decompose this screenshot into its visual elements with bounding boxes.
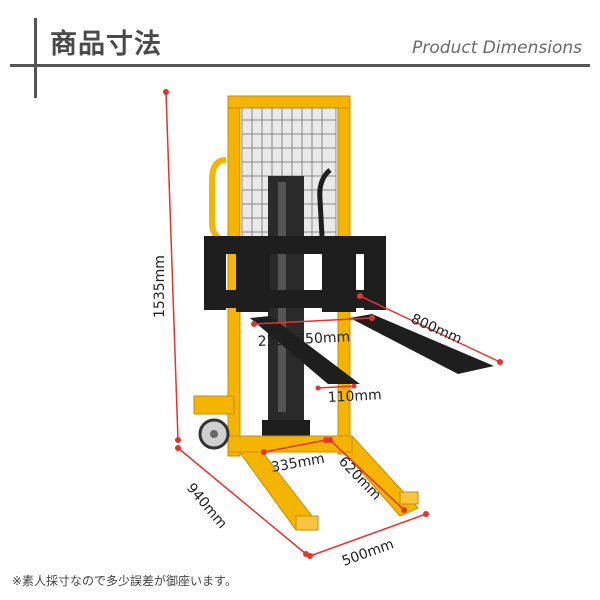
measurement-disclaimer: ※素人採寸なので多少誤差が御座います。 bbox=[12, 574, 237, 588]
dim-leg-inner-label: 335mm bbox=[270, 451, 326, 476]
header-horizontal-rule bbox=[10, 64, 590, 67]
dim-width-label: 500mm bbox=[340, 536, 396, 570]
dim-fork-spread-label: 235~750mm bbox=[257, 329, 350, 350]
page-subtitle: Product Dimensions bbox=[412, 38, 582, 58]
header-vertical-rule bbox=[34, 18, 37, 98]
page-title: 商品寸法 bbox=[50, 29, 162, 60]
forks bbox=[250, 314, 494, 384]
fork-carriage bbox=[204, 236, 386, 312]
dim-fork-width-label: 110mm bbox=[327, 387, 382, 406]
dimension-lines bbox=[163, 89, 503, 559]
base-legs bbox=[193, 395, 419, 531]
dim-depth-label: 940mm bbox=[183, 480, 230, 532]
dim-height-label: 1535mm bbox=[152, 255, 168, 318]
